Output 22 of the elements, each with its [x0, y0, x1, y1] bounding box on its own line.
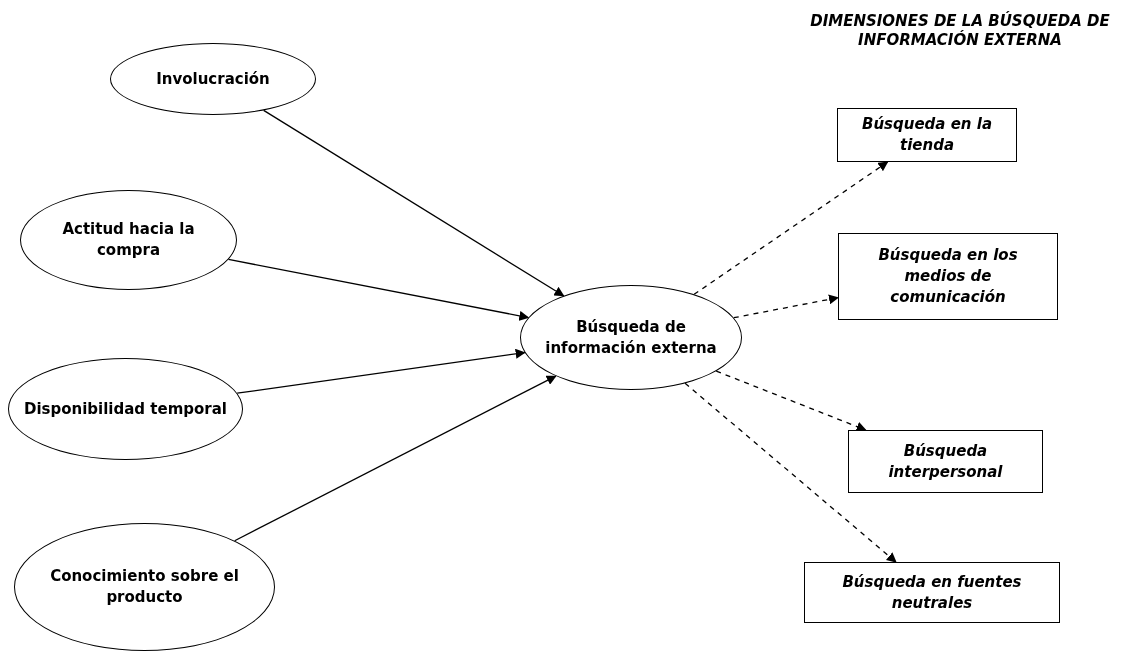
node-label: Involucración	[156, 68, 270, 90]
node-label: Conocimiento sobre el producto	[49, 566, 240, 608]
node-label: Búsqueda de información externa	[544, 316, 718, 359]
diagram-title: DIMENSIONES DE LA BÚSQUEDA DE INFORMACIÓN EXTERNA	[809, 12, 1111, 50]
box-node	[837, 108, 1017, 162]
arrow	[733, 294, 839, 319]
arrow	[236, 348, 526, 394]
node-label: Disponibilidad temporal	[23, 398, 227, 420]
arrow	[684, 382, 897, 563]
box-node	[804, 562, 1060, 623]
arrow	[693, 161, 889, 295]
arrow	[234, 375, 557, 542]
node-label: Actitud hacia la compra	[61, 219, 196, 261]
box-node	[838, 233, 1058, 320]
node-label: Búsqueda en fuentes neutrales	[841, 571, 1023, 614]
arrow	[227, 258, 530, 321]
node-label: Búsqueda en los medios de comunicación	[877, 245, 1019, 308]
node-label: Búsqueda en la tienda	[860, 114, 994, 156]
box-node	[848, 430, 1043, 493]
arrow	[715, 370, 867, 432]
node-label: Búsqueda interpersonal	[887, 440, 1004, 483]
arrow	[263, 109, 565, 297]
